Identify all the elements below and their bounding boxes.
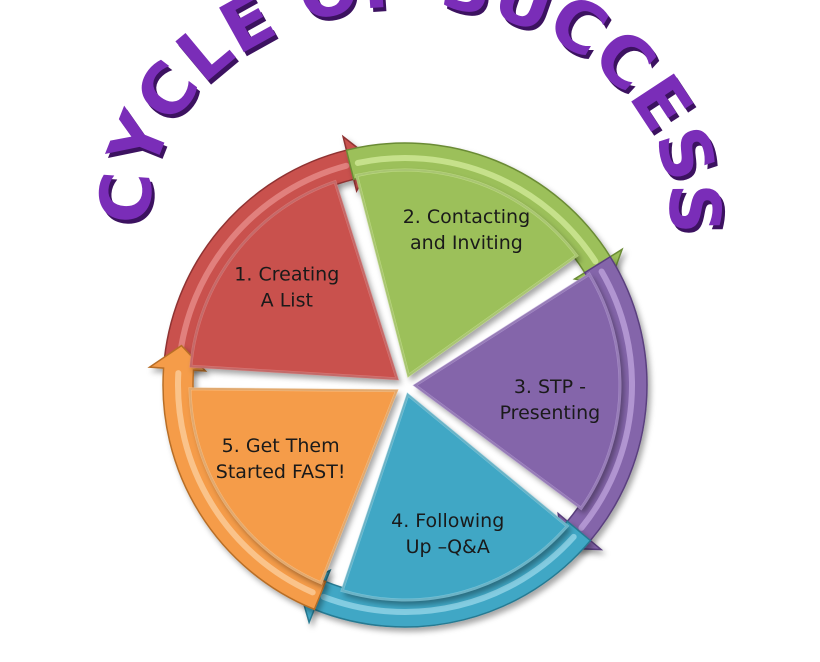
arrow-gloss-stp-presenting bbox=[578, 268, 635, 531]
label-creating-list: 1. Creating A List bbox=[234, 264, 339, 312]
label-line: A List bbox=[261, 290, 313, 312]
wedge-highlight-stp-presenting bbox=[412, 272, 622, 511]
wedge-highlight-get-started bbox=[188, 387, 399, 585]
arrow-gloss-contacting-inviting bbox=[354, 155, 599, 265]
wedges-layer bbox=[188, 168, 622, 602]
label-line: 5. Get Them bbox=[222, 435, 340, 457]
label-stp-presenting: 3. STP - Presenting bbox=[500, 376, 601, 424]
wedge-highlight-creating-list bbox=[189, 179, 400, 381]
label-line: Up –Q&A bbox=[406, 536, 490, 558]
label-line: 1. Creating bbox=[234, 264, 339, 286]
arrow-gloss-creating-list bbox=[176, 162, 350, 365]
label-line: and Inviting bbox=[410, 232, 523, 254]
wedge-highlight-following-up bbox=[340, 392, 570, 602]
label-line: 2. Contacting bbox=[403, 206, 530, 228]
label-line: Started FAST! bbox=[216, 461, 346, 483]
labels-layer: 1. Creating A List 2. Contacting and Inviti… bbox=[216, 206, 600, 558]
label-line: 4. Following bbox=[391, 510, 504, 532]
arrow-gloss-following-up bbox=[320, 533, 577, 615]
label-following-up: 4. Following Up –Q&A bbox=[391, 510, 504, 558]
label-contacting-inviting: 2. Contacting and Inviting bbox=[403, 206, 530, 254]
arrow-gloss-get-started bbox=[175, 370, 316, 596]
label-line: 3. STP - bbox=[514, 376, 586, 398]
wedge-highlight-contacting-inviting bbox=[354, 168, 579, 379]
label-line: Presenting bbox=[500, 402, 601, 424]
